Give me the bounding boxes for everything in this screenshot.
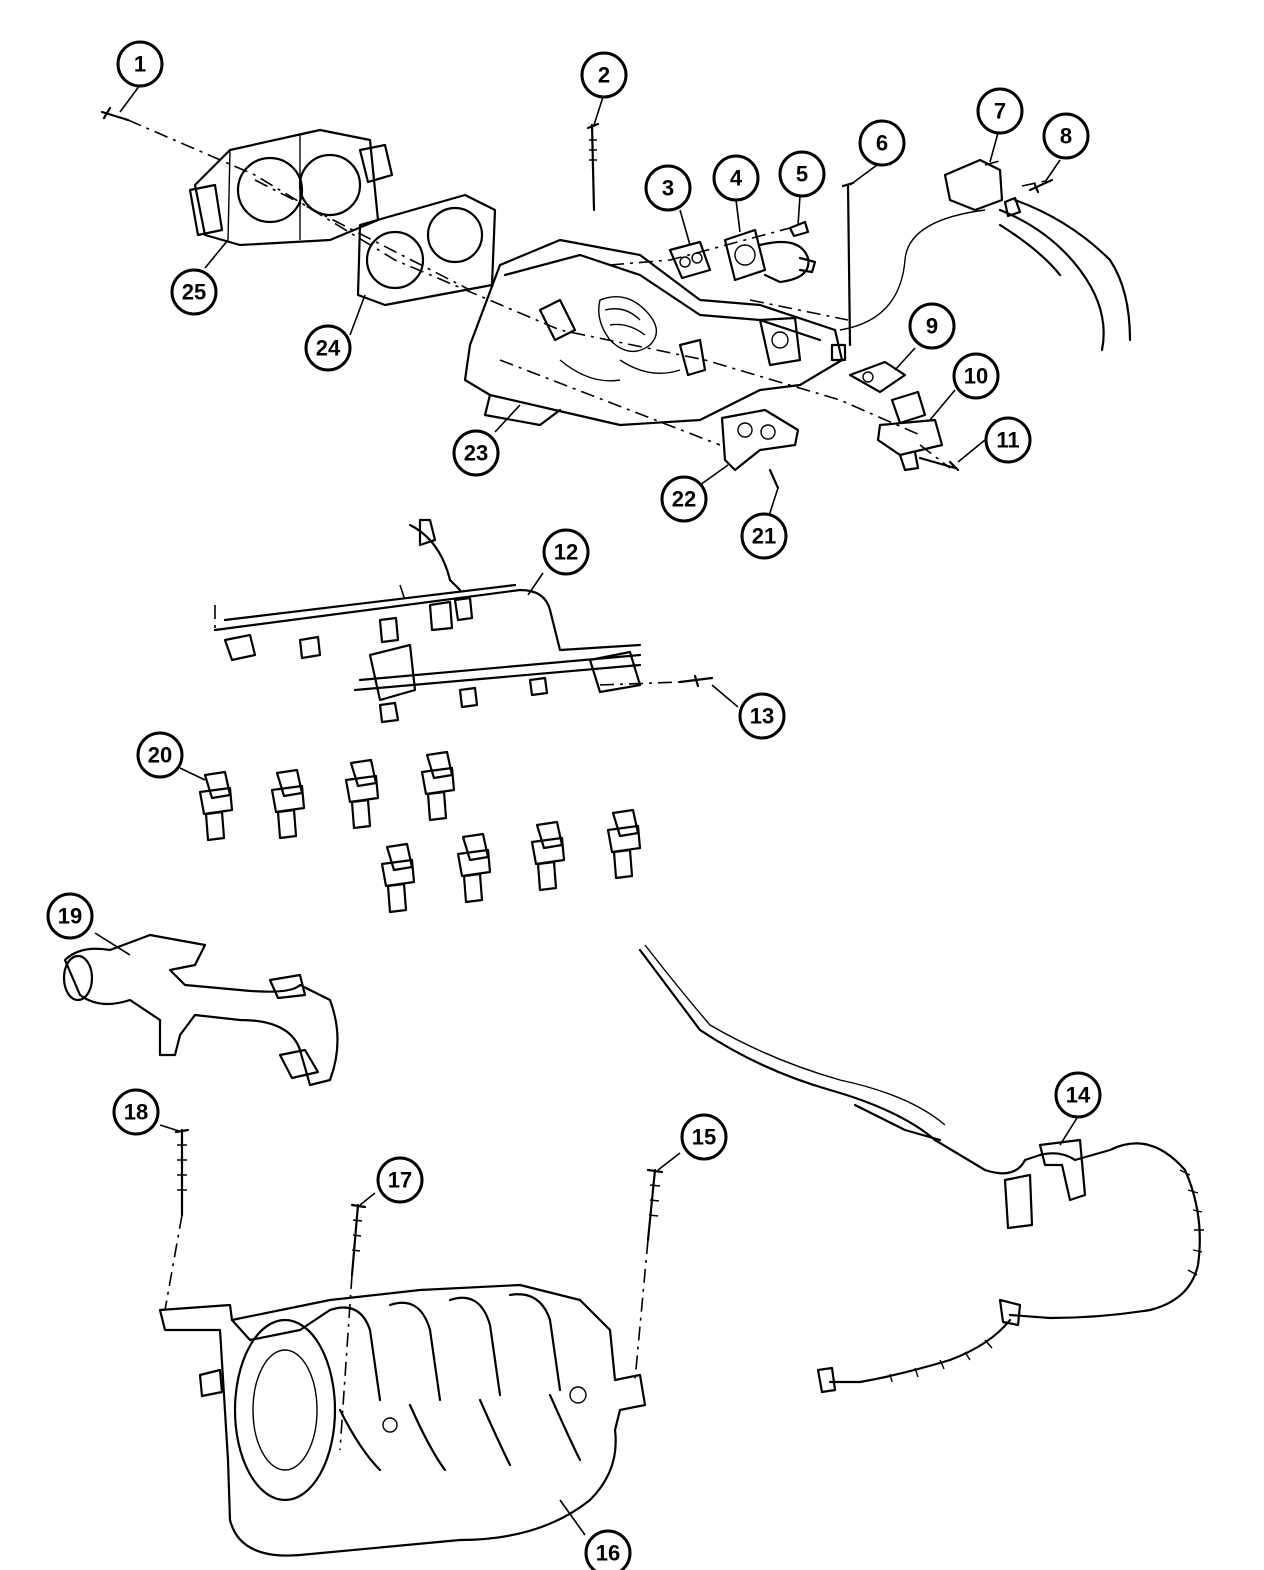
callout-17-label: 17 <box>388 1168 412 1193</box>
sensor-bolt <box>1028 178 1054 194</box>
alignment-lines <box>127 119 1051 1451</box>
callout-22: 22 <box>660 475 708 523</box>
callout-12: 12 <box>542 528 590 576</box>
callout-1: 1 <box>116 40 164 88</box>
callout-18-label: 18 <box>124 1100 148 1125</box>
callout-7-label: 7 <box>994 99 1006 124</box>
stud-long-center <box>350 1203 367 1277</box>
callout-14: 14 <box>1054 1071 1102 1119</box>
fuel-injectors <box>198 750 642 914</box>
bracket <box>720 408 800 472</box>
callout-24: 24 <box>304 324 352 372</box>
fuel-rail <box>213 518 642 724</box>
egr-gasket <box>848 360 907 394</box>
callout-17: 17 <box>376 1156 424 1204</box>
callout-8-label: 8 <box>1060 124 1072 149</box>
callout-6: 6 <box>858 119 906 167</box>
callout-11: 11 <box>984 416 1032 464</box>
callout-4-label: 4 <box>730 166 743 191</box>
callout-4: 4 <box>712 154 760 202</box>
callout-10-label: 10 <box>964 364 988 389</box>
callout-22-label: 22 <box>672 487 696 512</box>
stud-long-left <box>174 1128 190 1217</box>
vacuum-hoses <box>998 198 1132 352</box>
egr-valve <box>876 390 944 472</box>
callout-20: 20 <box>136 731 184 779</box>
callout-9: 9 <box>908 302 956 350</box>
egr-bolt <box>918 456 960 472</box>
stud-long-right <box>646 1168 664 1242</box>
callout-9-label: 9 <box>926 314 938 339</box>
idle-air-control-valve <box>723 228 817 284</box>
idle-air-control-gasket <box>668 240 712 280</box>
callout-19: 19 <box>46 892 94 940</box>
throttle-bolt <box>100 106 130 122</box>
callout-13-label: 13 <box>750 704 774 729</box>
callout-5-label: 5 <box>796 162 808 187</box>
callout-13: 13 <box>738 692 786 740</box>
callout-25: 25 <box>170 268 218 316</box>
callout-5: 5 <box>778 150 826 198</box>
vacuum-line <box>839 209 986 331</box>
lower-intake-manifold <box>158 1283 647 1557</box>
callout-21-label: 21 <box>752 524 776 549</box>
callout-3-label: 3 <box>662 176 674 201</box>
callout-10: 10 <box>952 352 1000 400</box>
callout-15: 15 <box>680 1113 728 1161</box>
wiring-harness <box>638 944 1204 1394</box>
callout-23-label: 23 <box>464 441 488 466</box>
callout-2-label: 2 <box>598 63 610 88</box>
iac-bolt <box>788 220 810 238</box>
callout-25-label: 25 <box>182 280 206 305</box>
leader-lines <box>94 84 1078 1536</box>
callout-19-label: 19 <box>58 904 82 929</box>
callout-6-label: 6 <box>876 131 888 156</box>
callout-21: 21 <box>740 512 788 560</box>
callout-1-label: 1 <box>134 52 146 77</box>
callout-16-label: 16 <box>596 1541 620 1566</box>
callout-3: 3 <box>644 164 692 212</box>
callout-24-label: 24 <box>316 336 341 361</box>
fuel-rail-bolt <box>678 674 714 688</box>
bracket-bolt <box>768 468 780 490</box>
sensor-bracket <box>943 158 1022 218</box>
upper-intake-manifold <box>463 238 844 427</box>
callout-15-label: 15 <box>692 1125 716 1150</box>
throttle-body <box>188 128 394 247</box>
callout-12-label: 12 <box>554 540 578 565</box>
callout-23: 23 <box>452 429 500 477</box>
callout-14-label: 14 <box>1066 1083 1091 1108</box>
callout-8: 8 <box>1042 112 1090 160</box>
callout-2: 2 <box>580 51 628 99</box>
coolant-outlet <box>62 933 339 1087</box>
callout-18: 18 <box>112 1088 160 1136</box>
callout-20-label: 20 <box>148 743 172 768</box>
callout-16: 16 <box>584 1529 632 1570</box>
callout-11-label: 11 <box>996 428 1019 453</box>
callout-7: 7 <box>976 87 1024 135</box>
manifold-stud <box>586 122 600 212</box>
